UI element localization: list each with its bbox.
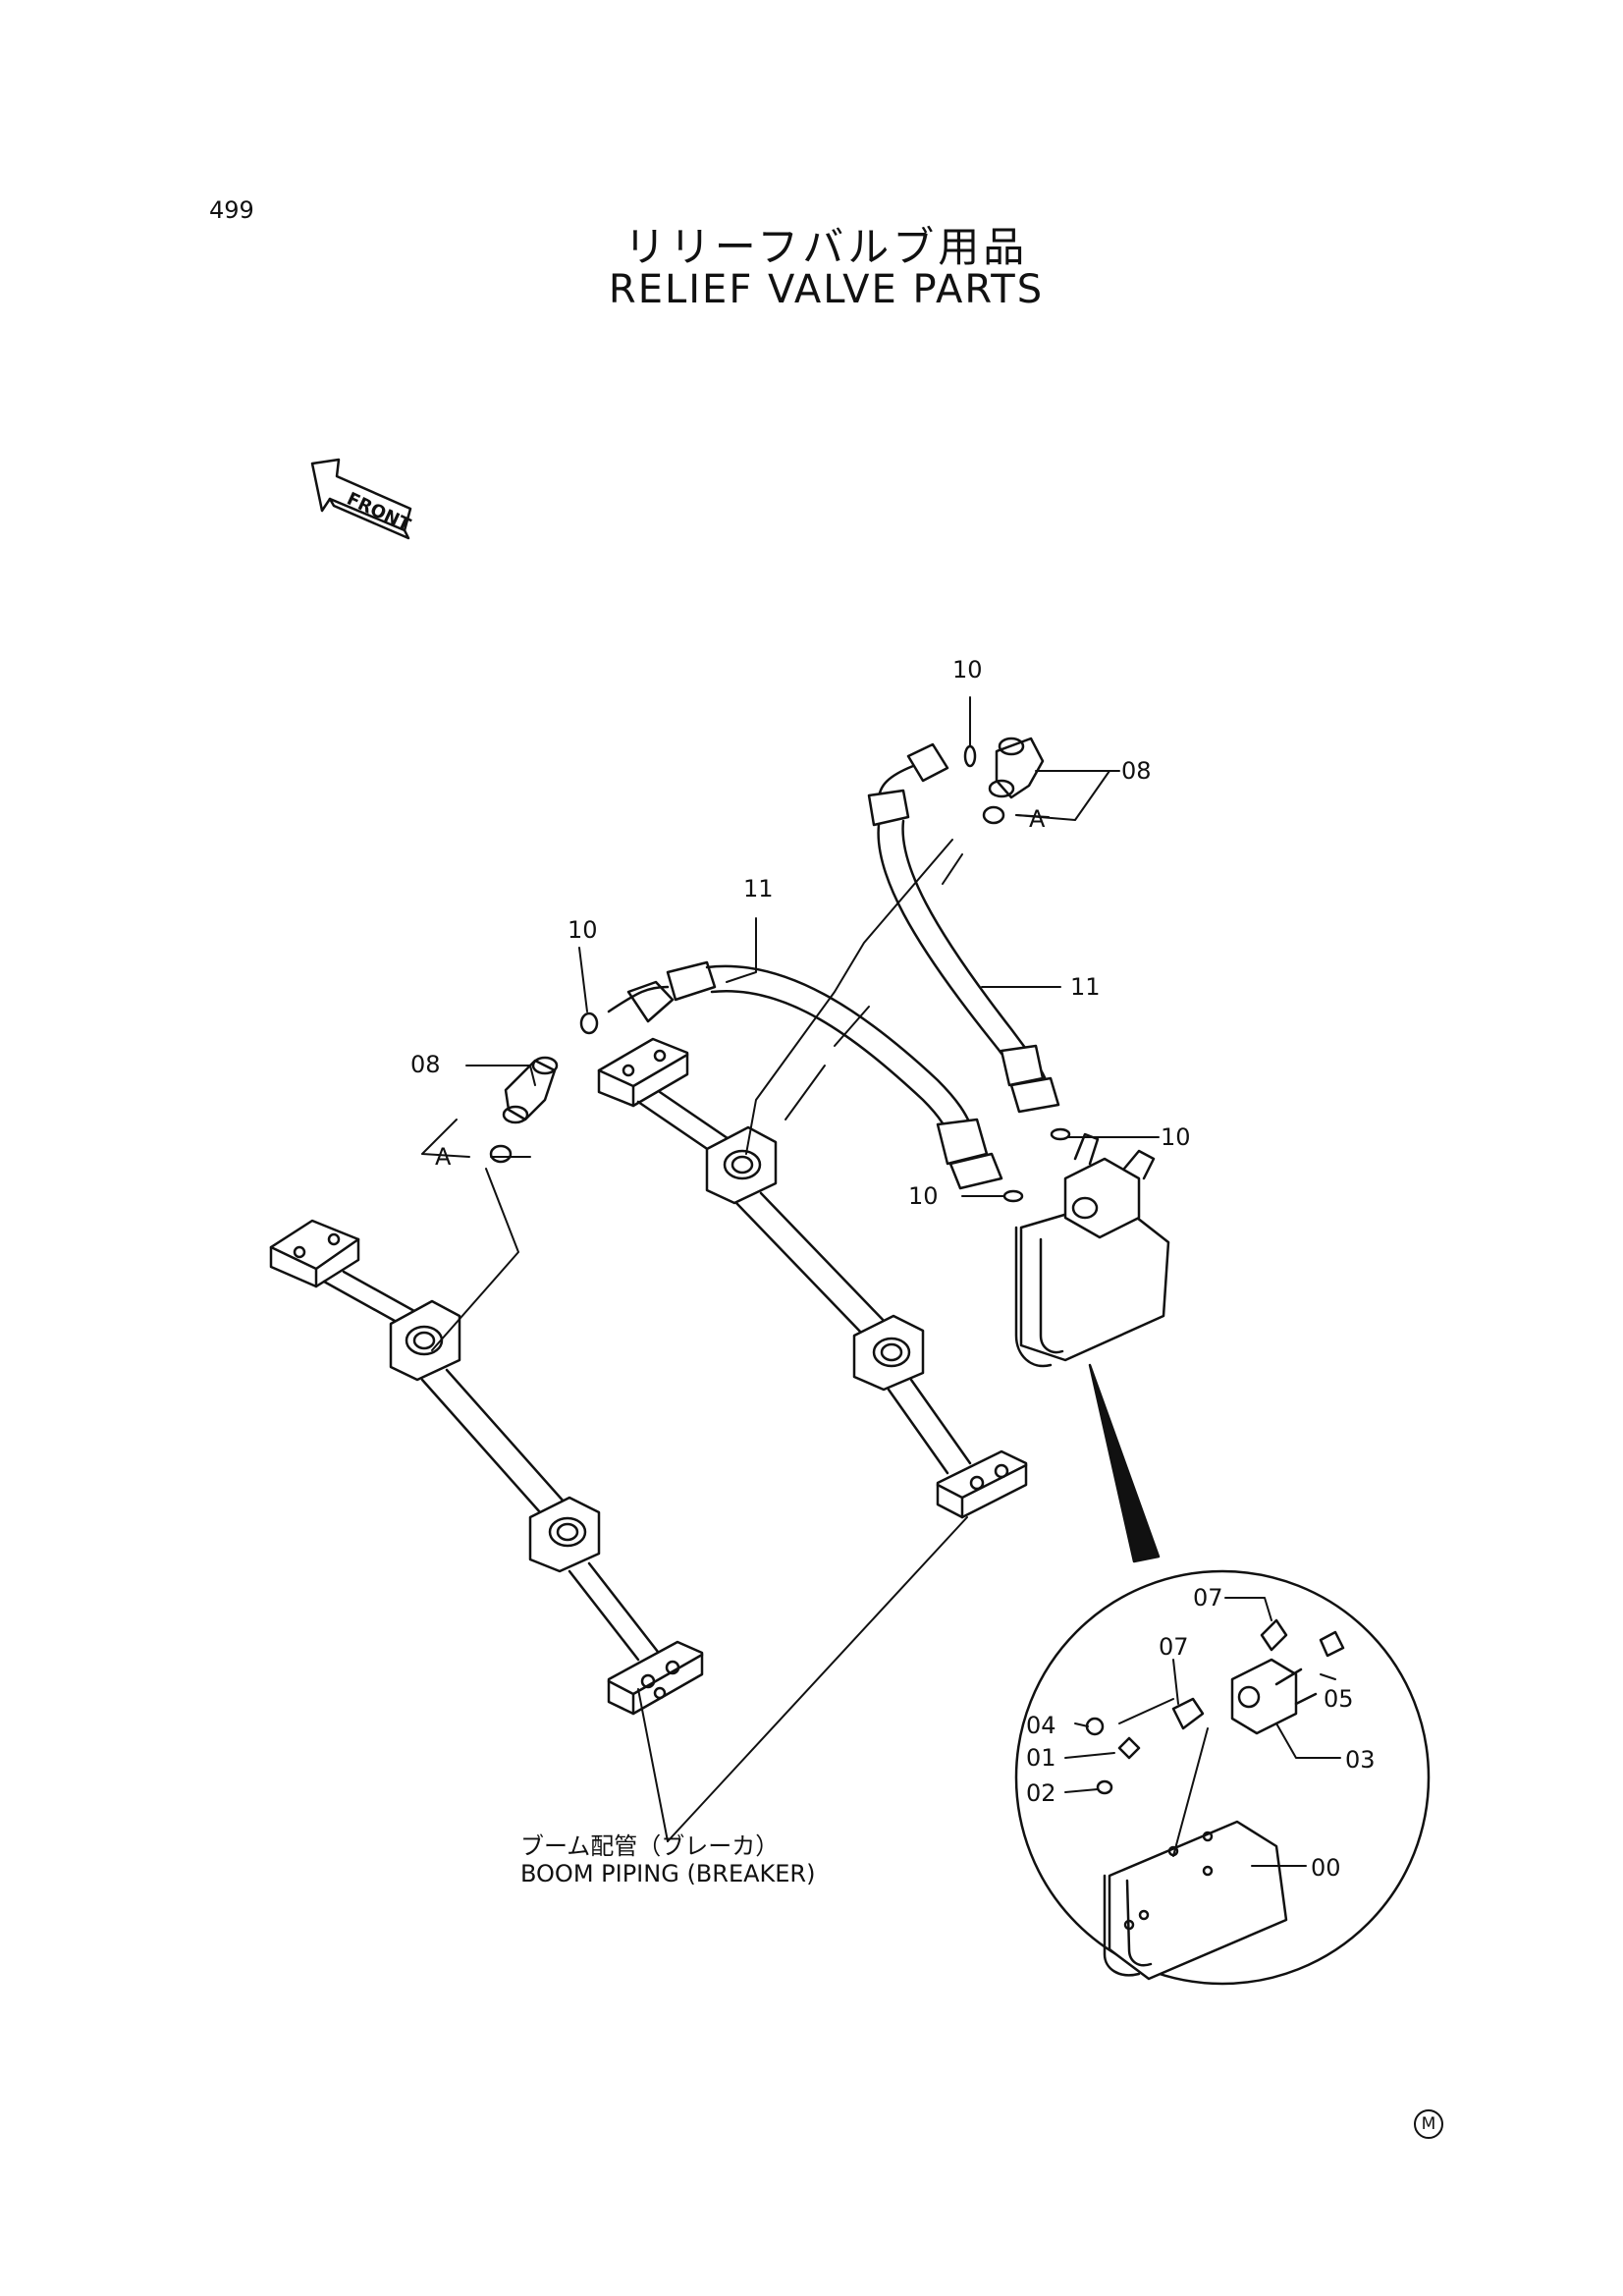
callout-10-left: 10 — [568, 916, 598, 944]
callout-10-top: 10 — [952, 656, 983, 683]
elbow-fitting-top-icon — [988, 737, 1045, 799]
boom-pipe-right — [597, 1037, 1028, 1519]
detail-elbow-top-icon — [1260, 1618, 1288, 1652]
detail-bolt-04-icon — [1085, 1717, 1105, 1736]
o-ring-a-left-icon — [489, 1144, 513, 1164]
detail-plug-icon — [1319, 1630, 1345, 1658]
callout-08-top: 08 — [1121, 757, 1152, 785]
page-number: 499 — [209, 196, 254, 224]
o-ring-left-icon — [579, 1011, 599, 1035]
o-ring-mid-right-icon — [1050, 1127, 1071, 1141]
hose-11-long — [607, 960, 1003, 1190]
callout-05: 05 — [1324, 1685, 1354, 1713]
callout-10-mid-right: 10 — [1161, 1123, 1191, 1151]
callout-a-top: A — [1029, 805, 1046, 833]
front-arrow-icon: FRONT — [310, 458, 414, 540]
leader-lines — [421, 696, 1160, 1842]
callout-04: 04 — [1026, 1712, 1056, 1739]
callout-07-a: 07 — [1193, 1584, 1223, 1612]
boom-pipe-left — [269, 1219, 704, 1716]
o-ring-top-icon — [963, 744, 977, 768]
o-ring-mid-left-icon — [1002, 1189, 1024, 1203]
detail-bolt-01-icon — [1117, 1736, 1141, 1760]
callout-a-left: A — [435, 1143, 452, 1171]
callout-00: 00 — [1311, 1854, 1341, 1882]
m-mark-icon: M — [1414, 2109, 1443, 2139]
callout-08-left: 08 — [410, 1051, 441, 1078]
elbow-fitting-left-icon — [502, 1056, 559, 1124]
callout-07-b: 07 — [1159, 1633, 1189, 1661]
detail-elbow-left-icon — [1171, 1697, 1205, 1730]
detail-leader-lines — [1064, 1597, 1341, 1867]
callout-03: 03 — [1345, 1746, 1376, 1774]
callout-02: 02 — [1026, 1779, 1056, 1807]
callout-10-mid-left: 10 — [908, 1182, 939, 1210]
hose-11-right — [867, 742, 1060, 1114]
page-title-jp: リリーフバルブ用品 — [623, 223, 1029, 271]
detail-pointer-icon — [1088, 1363, 1161, 1563]
callout-11-top: 11 — [743, 875, 774, 902]
detail-washer-02-icon — [1096, 1779, 1113, 1795]
relief-valve-assembly-icon — [1014, 1132, 1170, 1368]
detail-valve-block-icon — [1230, 1658, 1318, 1735]
callout-01: 01 — [1026, 1744, 1056, 1772]
caption-jp: ブーム配管（ブレーカ） — [520, 1832, 780, 1860]
caption-en: BOOM PIPING (BREAKER) — [520, 1860, 816, 1887]
o-ring-a-top-icon — [982, 805, 1005, 825]
page-title-en: RELIEF VALVE PARTS — [608, 267, 1045, 312]
callout-11-right: 11 — [1070, 973, 1101, 1001]
